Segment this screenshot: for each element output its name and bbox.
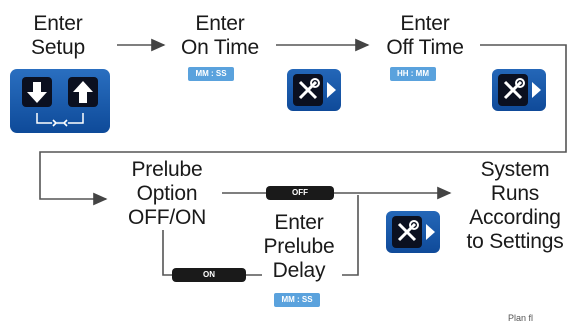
- right-arrow-icon: [426, 224, 435, 240]
- footer-text: Plan fl: [508, 313, 534, 323]
- setup-keypad[interactable]: [10, 69, 110, 133]
- up-arrow-key-icon: [73, 81, 93, 103]
- tag-off-time-format: HH : MM: [390, 67, 436, 81]
- down-arrow-key-icon: [27, 82, 47, 103]
- right-arrow-icon: [327, 82, 336, 98]
- tag-prelube-delay-format: MM : SS: [274, 293, 320, 307]
- enter-on-time-button[interactable]: [287, 69, 341, 111]
- line-delay-to-system-runs: [342, 195, 359, 276]
- up-arrow-key[interactable]: [68, 77, 98, 107]
- wrench-icon: [498, 74, 528, 106]
- step-prelube-option: Prelube Option OFF/ON: [127, 158, 207, 229]
- tag-off-branch: OFF: [266, 186, 334, 200]
- enter-off-time-button[interactable]: [492, 69, 546, 111]
- down-arrow-key[interactable]: [22, 77, 52, 107]
- step-enter-off-time: Enter Off Time: [386, 12, 464, 59]
- prelube-option-button[interactable]: [386, 211, 440, 253]
- wrench-icon: [392, 216, 422, 248]
- step-system-runs: System Runs According to Settings: [466, 158, 564, 253]
- step-enter-setup: Enter Setup: [31, 12, 85, 59]
- right-arrow-icon: [532, 82, 541, 98]
- arrow-offtime-to-prelube: [39, 44, 567, 206]
- tag-on-time-format: MM : SS: [188, 67, 234, 81]
- step-enter-prelube-delay: Enter Prelube Delay: [263, 211, 335, 282]
- tag-on-branch: ON: [172, 268, 246, 282]
- wrench-icon: [293, 74, 323, 106]
- step-enter-on-time: Enter On Time: [181, 12, 259, 59]
- wrench-bracket-icon: [36, 113, 84, 127]
